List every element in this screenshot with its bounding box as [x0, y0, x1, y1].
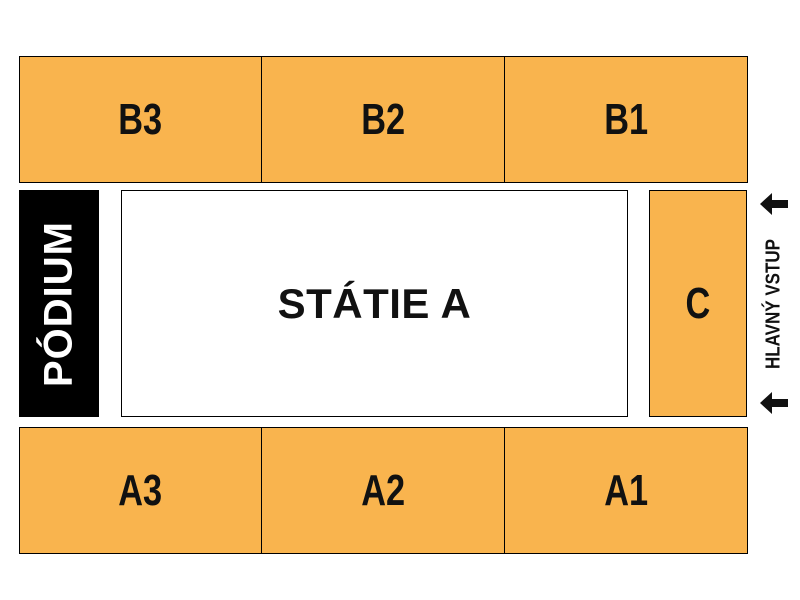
section-a2-label: A2: [361, 465, 405, 515]
section-b3-label: B3: [118, 94, 163, 144]
section-c[interactable]: C: [649, 190, 747, 417]
section-b3[interactable]: B3: [19, 56, 262, 183]
main-entrance: HLAVNÝ VSTUP: [752, 190, 796, 417]
arrow-left-icon: [760, 193, 788, 215]
section-a1[interactable]: A1: [504, 427, 748, 554]
section-c-label: C: [685, 278, 711, 328]
section-a3-label: A3: [118, 465, 163, 515]
podium-label: PÓDIUM: [36, 220, 81, 387]
section-b1-label: B1: [604, 94, 648, 144]
section-a2[interactable]: A2: [261, 427, 505, 554]
section-b1[interactable]: B1: [504, 56, 748, 183]
section-a1-label: A1: [604, 465, 648, 515]
section-b2[interactable]: B2: [261, 56, 505, 183]
section-b2-label: B2: [361, 94, 405, 144]
podium: PÓDIUM: [19, 190, 99, 417]
main-entrance-label: HLAVNÝ VSTUP: [762, 238, 785, 369]
section-a3[interactable]: A3: [19, 427, 262, 554]
standing-area-label: STÁTIE A: [277, 279, 472, 327]
standing-area-a[interactable]: STÁTIE A: [121, 190, 628, 417]
arrow-left-icon: [760, 392, 788, 414]
